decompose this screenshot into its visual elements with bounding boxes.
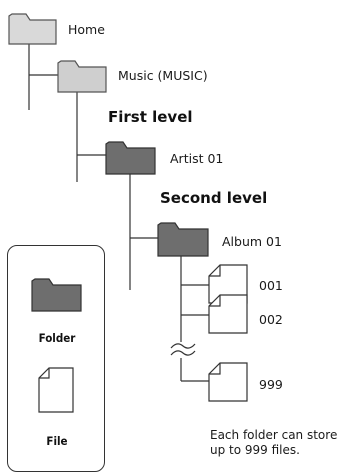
legend-file-label: File <box>46 434 68 448</box>
second-level-heading: Second level <box>160 189 268 207</box>
artist-folder-icon[interactable] <box>105 139 156 175</box>
file-002-icon[interactable] <box>208 294 248 334</box>
legend-folder-label: Folder <box>38 331 76 345</box>
capacity-note: Each folder can store up to 999 files. <box>210 428 338 457</box>
legend-box: Folder File <box>7 245 105 472</box>
home-folder-icon[interactable] <box>8 11 57 45</box>
file-999-label: 999 <box>259 377 283 392</box>
first-level-heading: First level <box>108 108 193 126</box>
file-001-label: 001 <box>259 278 283 293</box>
legend-folder-icon <box>31 278 82 312</box>
file-001-icon[interactable] <box>208 264 248 304</box>
album-label: Album 01 <box>222 234 282 249</box>
music-folder-icon[interactable] <box>57 58 107 93</box>
artist-label: Artist 01 <box>170 151 224 166</box>
home-label: Home <box>68 22 105 37</box>
legend-file-icon <box>38 367 74 413</box>
music-label: Music (MUSIC) <box>118 68 208 83</box>
file-002-label: 002 <box>259 312 283 327</box>
album-folder-icon[interactable] <box>157 220 209 257</box>
file-999-icon[interactable] <box>208 362 248 402</box>
